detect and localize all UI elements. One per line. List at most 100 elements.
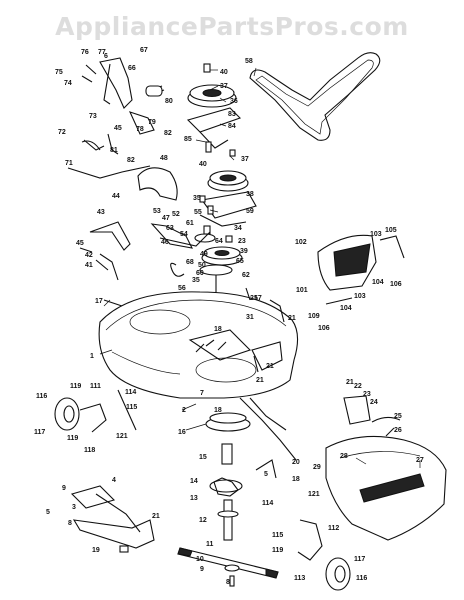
callout-9b: 9 [200,566,204,573]
callout-18a: 18 [214,326,222,333]
callout-12: 12 [199,517,207,524]
callout-23: 23 [238,238,246,245]
callout-42: 42 [85,252,93,259]
callout-85: 85 [184,136,192,143]
callout-119b: 119 [67,435,78,442]
callout-1: 1 [90,353,94,360]
callout-37b: 37 [241,156,249,163]
callout-21a: 21 [250,295,258,302]
callout-18c: 18 [292,476,300,483]
callout-5a: 5 [46,509,50,516]
callout-54: 54 [180,231,188,238]
callout-8b: 8 [226,579,230,586]
callout-118: 118 [84,447,95,454]
deck-lift-linkage [67,57,165,179]
callout-76: 76 [81,49,89,56]
callout-117b: 117 [354,556,365,563]
callout-45a: 45 [114,125,122,132]
callout-64: 64 [215,238,223,245]
callout-2: 2 [182,407,186,414]
callout-6: 6 [104,53,108,60]
callout-47: 47 [162,215,170,222]
chute-bracket [343,395,401,437]
callout-7: 7 [200,390,204,397]
left-gauge-wheel [54,389,137,433]
callout-14: 14 [190,478,198,485]
callout-65: 65 [236,258,244,265]
callout-78: 78 [136,126,144,133]
callout-8a: 8 [68,520,72,527]
callout-105: 105 [385,227,397,234]
callout-61: 61 [186,220,194,227]
callout-101: 101 [296,287,308,294]
callout-22: 22 [354,383,362,390]
callout-45b: 45 [76,240,84,247]
callout-35: 35 [193,195,201,202]
deflector-shield [317,234,405,305]
callout-59: 59 [246,208,254,215]
callout-16: 16 [178,429,186,436]
callout-112: 112 [328,525,339,532]
callout-43: 43 [97,209,105,216]
callout-116b: 116 [356,575,367,582]
right-gauge-wheel [297,519,351,591]
callout-62: 62 [242,272,250,279]
callout-106a: 106 [390,281,402,288]
lower-pulleys [170,233,243,300]
middle-idler-pulley [199,170,257,227]
callout-77: 77 [98,49,106,56]
callout-73: 73 [89,113,97,120]
callout-104b: 104 [340,305,352,312]
callout-103b: 103 [354,293,366,300]
callout-35b: 35 [192,277,200,284]
callout-81: 81 [110,147,118,154]
callout-50: 50 [198,262,206,269]
callout-113: 113 [294,575,305,582]
callout-58: 58 [245,58,253,65]
callout-38: 38 [246,191,254,198]
callout-57: 57 [254,295,262,302]
callout-21e: 21 [152,513,160,520]
callout-28: 28 [340,453,348,460]
callout-21c: 21 [266,363,274,370]
idler-bracket [150,223,211,249]
callout-13: 13 [190,495,198,502]
callout-49: 49 [200,251,208,258]
callout-25: 25 [394,413,402,420]
callout-52: 52 [172,211,180,218]
callout-115a: 115 [126,404,137,411]
callout-104a: 104 [372,279,384,286]
callout-20: 20 [292,459,300,466]
callout-114b: 114 [262,500,273,507]
callout-55: 55 [194,209,202,216]
callout-9a: 9 [62,485,66,492]
callout-29: 29 [313,464,321,471]
callout-114a: 114 [125,389,136,396]
discharge-chute [325,435,447,541]
callout-34: 34 [234,225,242,232]
callout-21f: 21 [346,379,354,386]
callout-119a: 119 [70,383,81,390]
callout-3: 3 [72,504,76,511]
callout-66: 66 [128,65,136,72]
callout-119c: 119 [272,547,283,554]
callout-116a: 116 [36,393,47,400]
mower-deck [98,291,299,399]
callout-21b: 21 [288,315,296,322]
callout-40b: 40 [199,161,207,168]
callout-83: 83 [228,111,236,118]
callout-4: 4 [112,477,116,484]
stabilizer-rods [239,397,297,479]
callout-27: 27 [416,457,424,464]
callout-56: 56 [178,285,186,292]
pulley-guard [137,167,178,201]
lift-arms [79,221,131,281]
callout-11: 11 [206,541,214,548]
callout-82a: 82 [164,130,172,137]
callout-102: 102 [295,239,307,246]
callout-31: 31 [246,314,254,321]
callout-103: 103 [370,231,382,238]
callout-109: 109 [308,313,320,320]
callout-74: 74 [64,80,72,87]
